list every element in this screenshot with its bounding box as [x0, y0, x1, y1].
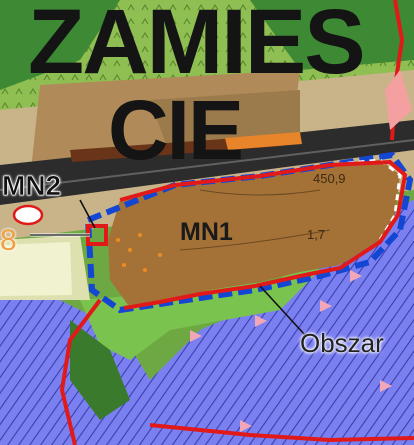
obszar-leader-line — [259, 285, 306, 336]
elevation-label-1: 450,9 — [313, 171, 346, 186]
town-label-line2: CIE — [108, 83, 244, 177]
plot-number-label: 8 — [0, 224, 17, 257]
area-label: Obszar — [300, 328, 384, 358]
map-pin-marker-icon — [12, 204, 44, 226]
forest-area — [0, 0, 120, 90]
mn2-leader-line — [79, 199, 96, 229]
mn1-plot[interactable] — [108, 160, 400, 305]
town-label-line1: ZAMIES — [28, 0, 366, 93]
road — [0, 120, 414, 205]
mn2-zone-label: MN2 — [2, 170, 62, 202]
mn1-zone-label: MN1 — [180, 218, 233, 246]
orange-strip — [225, 132, 302, 150]
red-plan-boundary — [119, 159, 408, 310]
elevation-label-2: 1,7 — [307, 227, 326, 242]
